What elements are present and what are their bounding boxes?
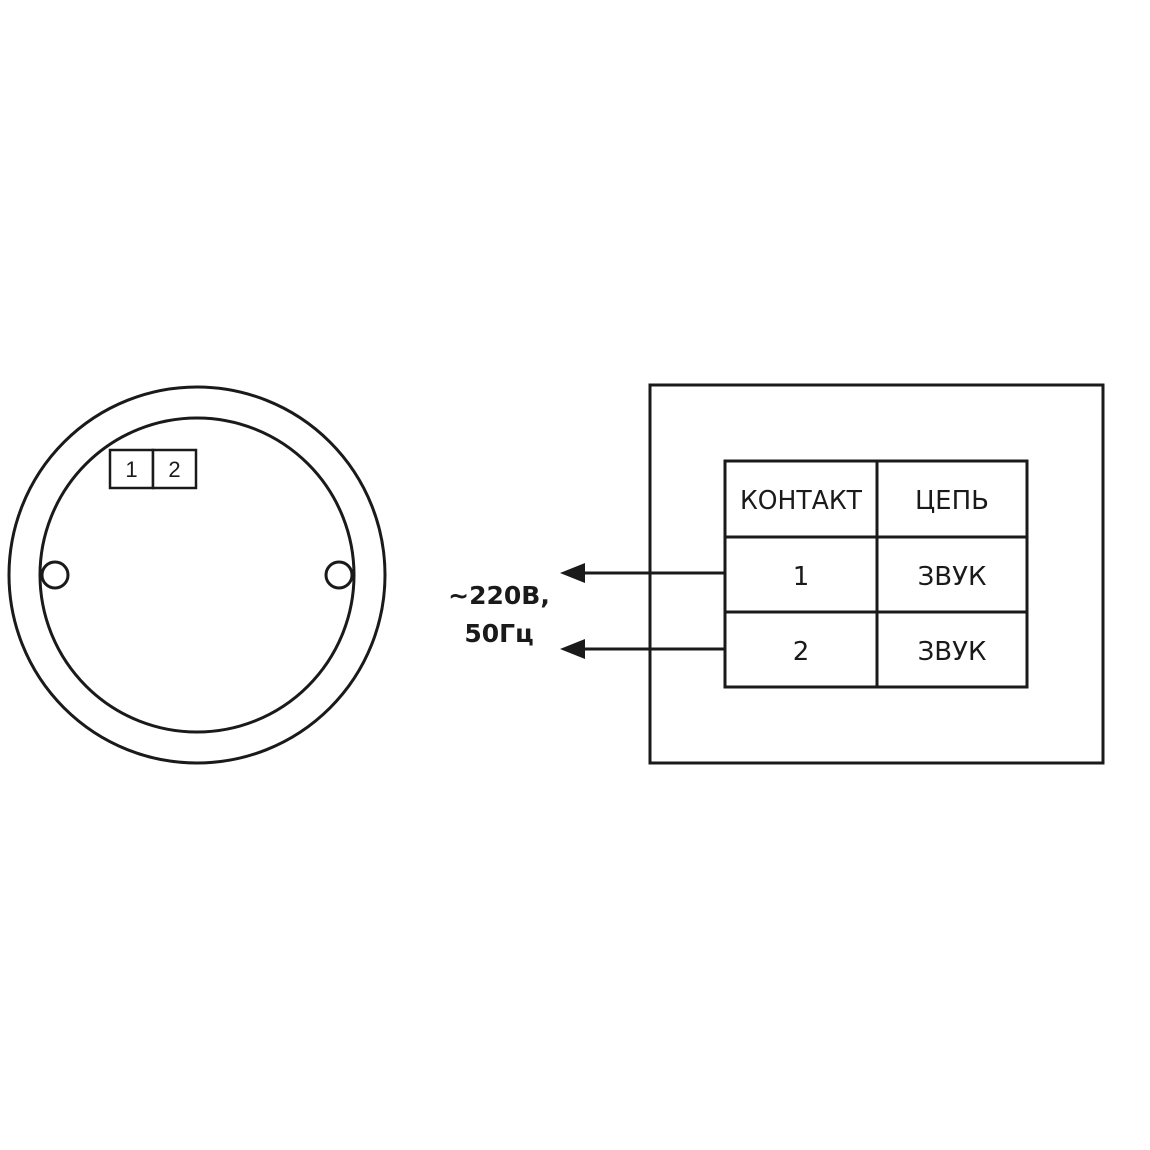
table-header-circuit: ЦЕПЬ: [915, 486, 989, 516]
device-inner-ring: [38, 416, 356, 734]
table-header-contact: КОНТАКТ: [740, 486, 862, 516]
lead-2-arrowhead: [560, 639, 585, 659]
mounting-hole-right: [324, 560, 354, 590]
supply-label: ~220В, 50Гц: [448, 581, 550, 648]
supply-frequency-label: 50Гц: [464, 619, 533, 648]
device-outer-ring: [7, 385, 387, 765]
mounting-hole-left: [40, 560, 70, 590]
device-housing: 1 2: [7, 385, 387, 765]
supply-leads: [560, 563, 725, 659]
table-row-1-circuit: ЗВУК: [918, 562, 987, 592]
table-row-2-circuit: ЗВУК: [918, 637, 987, 667]
terminal-2-box: [151, 448, 198, 490]
terminal-block: 1 2: [108, 448, 198, 490]
table-row-2-contact: 2: [793, 637, 810, 667]
terminal-2-label: 2: [168, 457, 180, 482]
table-row-1-contact: 1: [793, 562, 810, 592]
contact-table: КОНТАКТ ЦЕПЬ 1 ЗВУК 2 ЗВУК: [723, 459, 1029, 689]
terminal-1-label: 1: [125, 457, 137, 482]
supply-voltage-label: ~220В,: [448, 581, 550, 610]
lead-1-arrowhead: [560, 563, 585, 583]
